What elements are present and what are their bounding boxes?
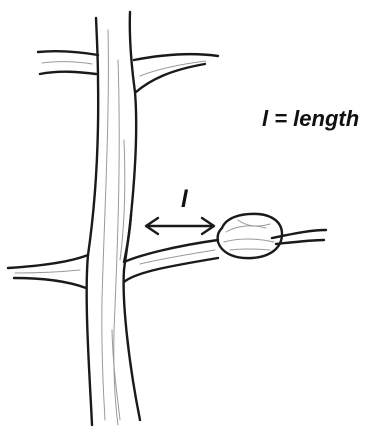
length-arrow: l bbox=[146, 186, 214, 234]
lower-left-branch bbox=[8, 255, 88, 288]
nest-growth bbox=[218, 214, 282, 258]
length-legend: l = length bbox=[262, 106, 359, 131]
length-arrow-label: l bbox=[181, 186, 189, 213]
upper-branches bbox=[38, 51, 218, 92]
